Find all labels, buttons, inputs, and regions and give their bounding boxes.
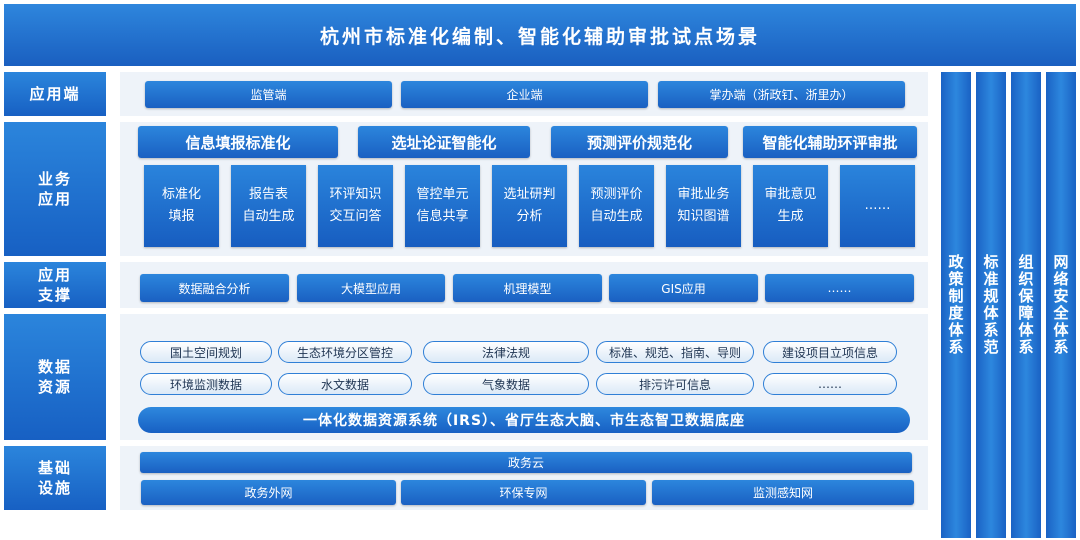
data-pill: 生态环境分区管控 — [278, 341, 412, 363]
layer-label-text: 基础 设施 — [37, 459, 72, 497]
layer-label-app-end: 应用端 — [4, 72, 106, 116]
support-item: 大模型应用 — [297, 274, 445, 302]
business-tile: 审批意见 生成 — [753, 165, 828, 247]
app-end-item: 企业端 — [401, 81, 648, 108]
layer-label-text: 应用端 — [29, 85, 81, 103]
business-header: 选址论证智能化 — [358, 126, 530, 158]
pillar-standard: 标准规体系范 — [976, 72, 1006, 538]
business-header: 信息填报标准化 — [138, 126, 338, 158]
support-item: 机理模型 — [453, 274, 602, 302]
layer-label-data: 数据 资源 — [4, 314, 106, 440]
support-item: 数据融合分析 — [140, 274, 289, 302]
support-item: GIS应用 — [609, 274, 758, 302]
infra-item: 政务外网 — [141, 480, 396, 505]
infra-item: 环保专网 — [401, 480, 646, 505]
layer-label-text: 应用 支撑 — [37, 266, 72, 304]
data-pill: 标准、规范、指南、导则 — [596, 341, 754, 363]
pillar-policy: 政策制度体系 — [941, 72, 971, 538]
infra-cloud: 政务云 — [140, 452, 912, 473]
page-title: 杭州市标准化编制、智能化辅助审批试点场景 — [4, 4, 1076, 66]
layer-label-business: 业务 应用 — [4, 122, 106, 256]
pillar-network-security: 网络安全体系 — [1046, 72, 1076, 538]
pillar-label: 政策制度体系 — [946, 254, 965, 356]
layer-label-infra: 基础 设施 — [4, 446, 106, 510]
business-tile: 预测评价 自动生成 — [579, 165, 654, 247]
business-tile: 报告表 自动生成 — [231, 165, 306, 247]
infra-item: 监测感知网 — [652, 480, 914, 505]
data-pill: 水文数据 — [278, 373, 412, 395]
data-pill: 国土空间规划 — [140, 341, 272, 363]
support-item: …… — [765, 274, 914, 302]
pillar-label: 网络安全体系 — [1051, 254, 1070, 356]
pillar-label: 组织保障体系 — [1016, 254, 1035, 356]
business-tile: 标准化 填报 — [144, 165, 219, 247]
data-base-bar: 一体化数据资源系统（IRS）、省厅生态大脑、市生态智卫数据底座 — [138, 407, 910, 433]
layer-label-text: 业务 应用 — [37, 170, 72, 208]
data-pill: 建设项目立项信息 — [763, 341, 897, 363]
app-end-item: 监管端 — [145, 81, 392, 108]
business-tile: 选址研判 分析 — [492, 165, 567, 247]
pillar-organization: 组织保障体系 — [1011, 72, 1041, 538]
layer-label-support: 应用 支撑 — [4, 262, 106, 308]
data-pill: 法律法规 — [423, 341, 589, 363]
business-tile: …… — [840, 165, 915, 247]
app-end-item: 掌办端（浙政钉、浙里办） — [658, 81, 905, 108]
business-tile: 审批业务 知识图谱 — [666, 165, 741, 247]
business-tile: 管控单元 信息共享 — [405, 165, 480, 247]
data-pill: 气象数据 — [423, 373, 589, 395]
business-header: 智能化辅助环评审批 — [743, 126, 917, 158]
data-pill: 排污许可信息 — [596, 373, 754, 395]
business-tile: 环评知识 交互问答 — [318, 165, 393, 247]
data-pill: …… — [763, 373, 897, 395]
layer-label-text: 数据 资源 — [37, 358, 72, 396]
data-pill: 环境监测数据 — [140, 373, 272, 395]
pillar-label: 标准规体系范 — [981, 254, 1000, 356]
business-header: 预测评价规范化 — [551, 126, 728, 158]
